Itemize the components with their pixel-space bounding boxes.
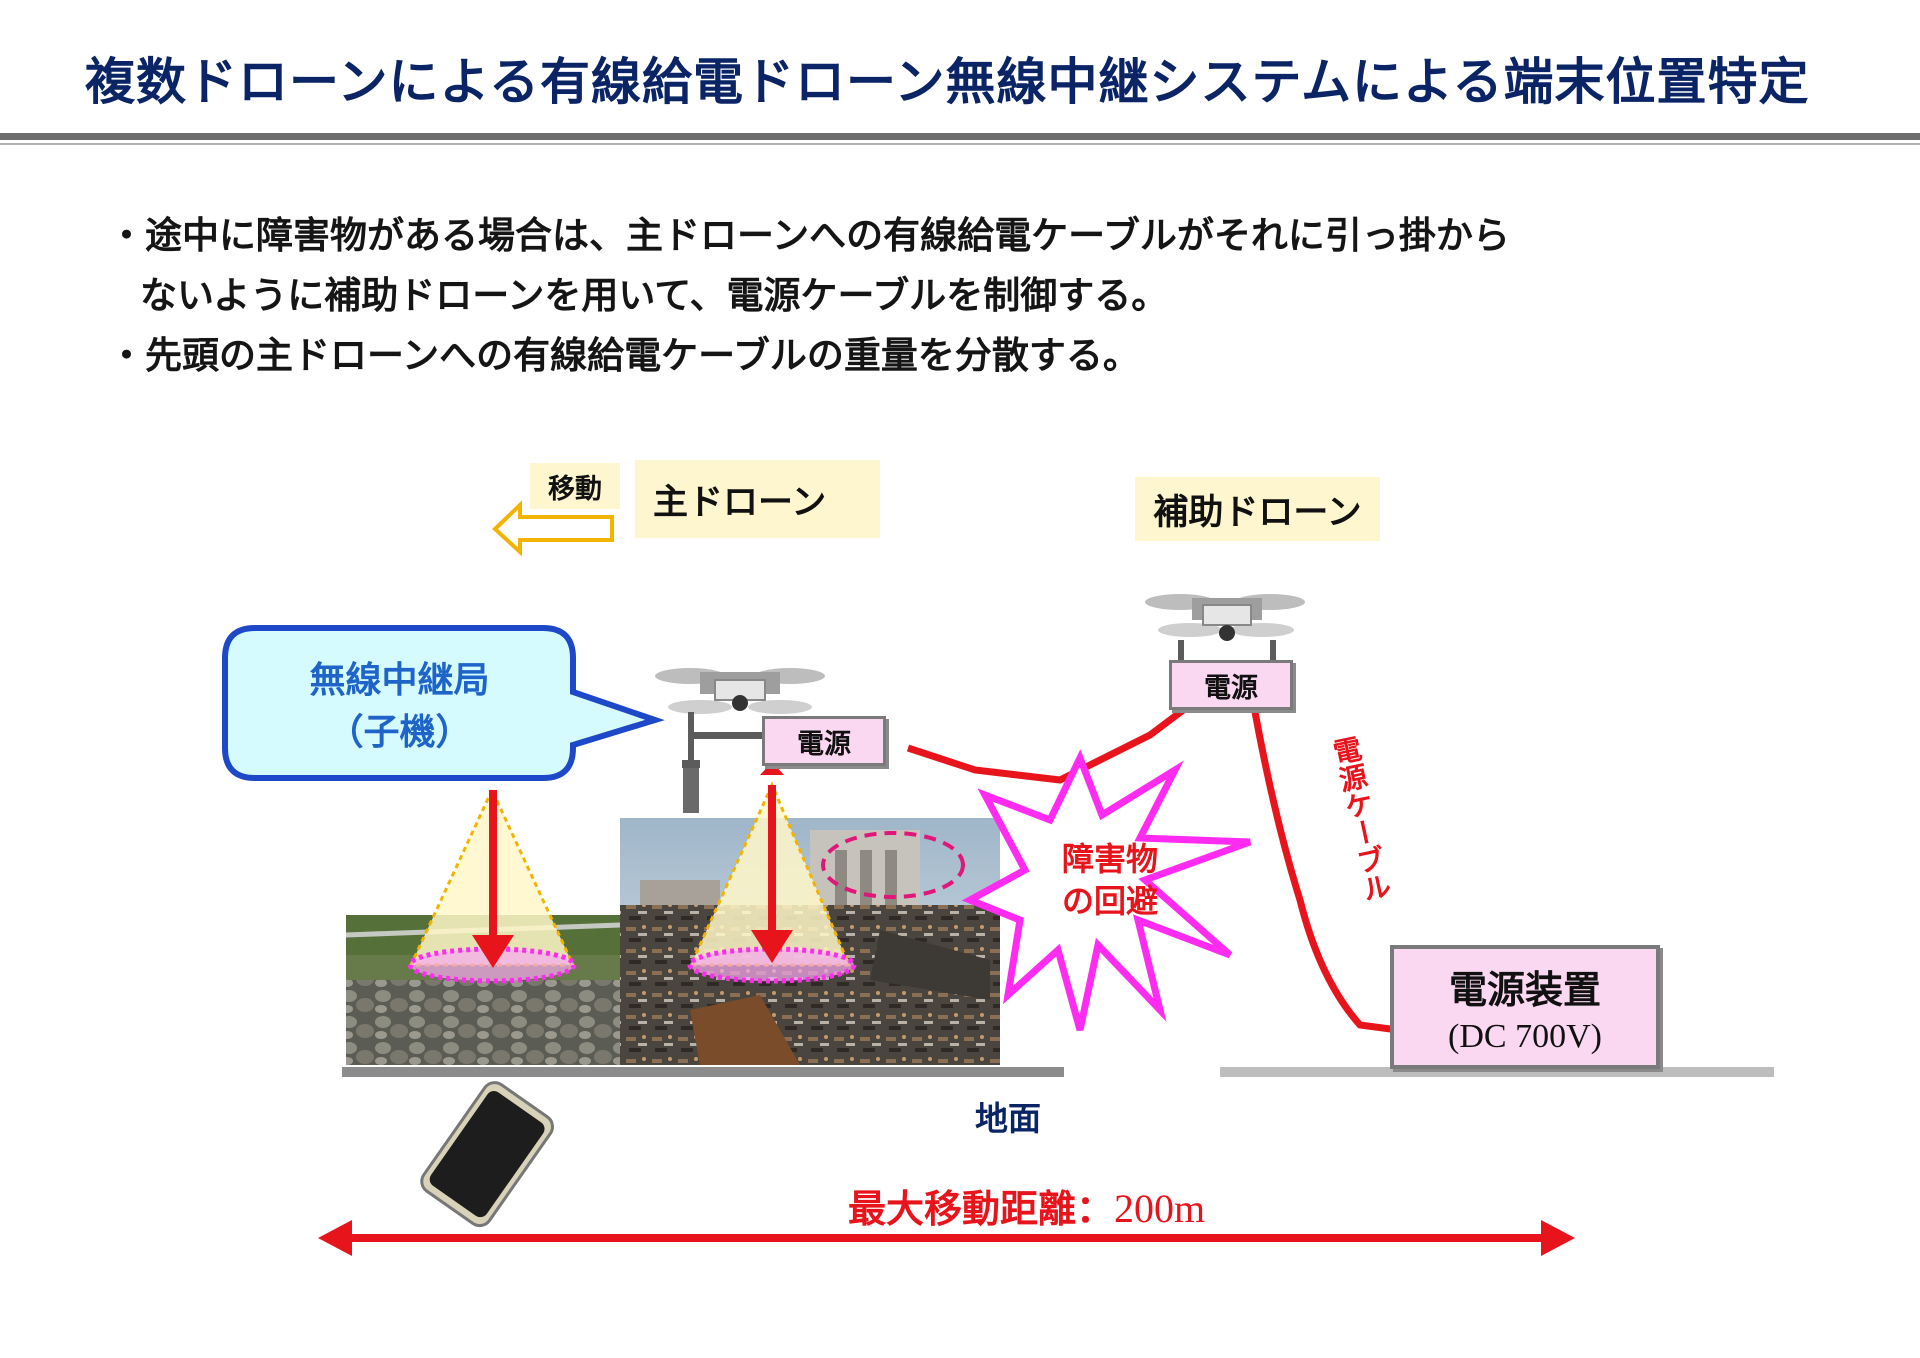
bullet-1-continued: ないように補助ドローンを用いて、電源ケーブルを制御する。 — [140, 274, 1169, 317]
smartphone-icon — [420, 1081, 554, 1228]
power-cable-lower — [1251, 711, 1399, 1034]
obstacle-text-line1: 障害物 — [1061, 840, 1158, 878]
relay-station-bubble — [222, 625, 665, 781]
distance-arrow — [318, 1220, 1575, 1256]
title-divider-thin — [0, 143, 1920, 145]
obstacle-burst — [961, 749, 1252, 1031]
title-divider — [0, 133, 1920, 140]
ground-right — [1220, 1067, 1774, 1077]
aux-drone-label: 補助ドローン — [1135, 477, 1380, 541]
relay-station-subtitle: （子機） — [327, 712, 472, 753]
power-label-main: 電源 — [762, 716, 886, 766]
obstacle-text-line2: の回避 — [1061, 882, 1158, 920]
max-distance-label: 最大移動距離： — [848, 1187, 1115, 1231]
bullet-2: ・先頭の主ドローンへの有線給電ケーブルの重量を分散する。 — [108, 334, 1140, 377]
page-title: 複数ドローンによる有線給電ドローン無線中継システムによる端末位置特定 — [85, 53, 1810, 111]
main-drone-label: 主ドローン — [635, 460, 880, 538]
move-arrow-icon — [492, 500, 614, 557]
down-arrow-relay — [472, 790, 514, 968]
max-distance-value: 200m — [1114, 1186, 1206, 1231]
power-label-aux: 電源 — [1169, 660, 1293, 710]
move-label: 移動 — [530, 463, 620, 509]
relay-station-title: 無線中継局 — [309, 660, 490, 701]
obstacle-highlight-ellipse — [821, 831, 965, 899]
power-cable-upper — [906, 702, 1193, 784]
ground-label: 地面 — [975, 1099, 1041, 1138]
bullet-1: ・途中に障害物がある場合は、主ドローンへの有線給電ケーブルがそれに引っ掛から — [108, 214, 1510, 257]
obstacle-text: 障害物 の回避 — [1030, 838, 1190, 922]
relay-station-text: 無線中継局 （子機） — [228, 655, 571, 759]
power-unit-title: 電源装置 — [1448, 967, 1601, 1012]
aux-drone-icon — [1145, 594, 1305, 662]
max-distance-caption: 最大移動距離：200m — [848, 1178, 1205, 1233]
power-unit-spec: (DC 700V) — [1448, 1017, 1602, 1055]
power-unit-box: 電源装置 (DC 700V) — [1390, 945, 1660, 1069]
main-drone-icon — [655, 668, 825, 813]
down-arrow-main — [751, 785, 793, 963]
ground-left — [342, 1067, 1064, 1077]
